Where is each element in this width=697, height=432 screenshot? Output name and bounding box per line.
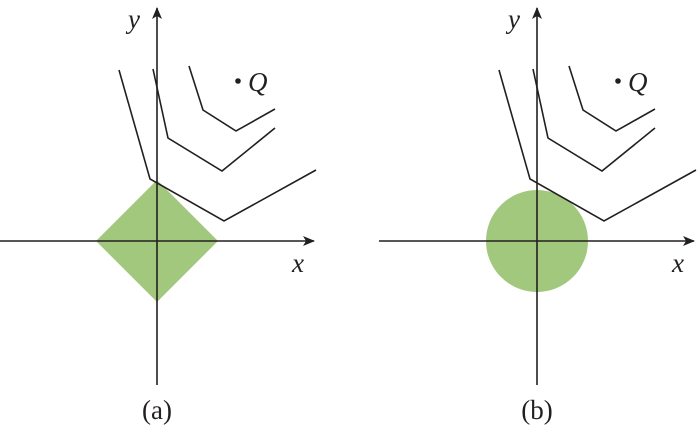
contour-line-inner: [568, 65, 656, 132]
contour-line-inner: [188, 65, 276, 132]
point-q-label: Q: [628, 67, 648, 97]
contour-line-outer: [118, 69, 317, 222]
contour-line-middle: [532, 68, 656, 172]
x-axis-label: x: [671, 248, 684, 278]
x-axis-label: x: [291, 248, 304, 278]
point-q-label: Q: [248, 67, 268, 97]
panel-caption: (b): [521, 395, 552, 425]
point-q-dot: [615, 78, 621, 84]
panel-caption: (a): [142, 395, 172, 425]
contour-line-middle: [152, 68, 276, 172]
panel-b: Q x y (b): [379, 4, 697, 425]
point-q-dot: [235, 78, 241, 84]
contour-line-outer: [498, 69, 697, 222]
y-axis-label: y: [125, 4, 140, 34]
y-axis-label: y: [505, 4, 520, 34]
panel-a: Q x y (a): [0, 4, 317, 425]
